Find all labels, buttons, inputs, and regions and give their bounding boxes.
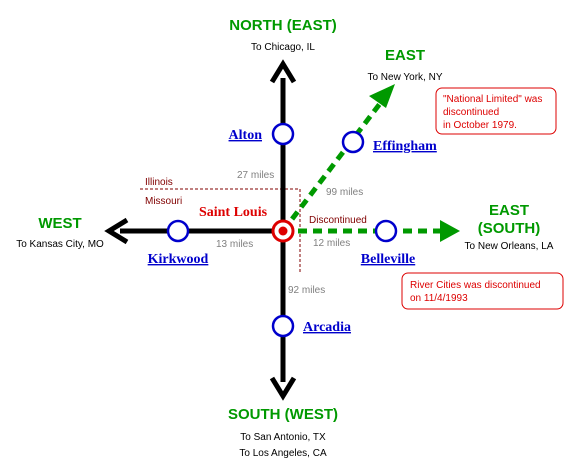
west-destination: To Kansas City, MO (16, 239, 104, 250)
state-border (140, 188, 301, 272)
south-destination-2: To Los Angeles, CA (239, 448, 327, 459)
station-kirkwood-link[interactable]: Kirkwood (148, 252, 209, 267)
west-arrowhead (104, 217, 129, 245)
north-direction-label: NORTH (EAST) (229, 17, 337, 34)
station-arcadia-marker[interactable] (271, 314, 295, 338)
note-national-limited-line1: "National Limited" was (443, 94, 542, 105)
distance-kirkwood: 13 miles (216, 239, 253, 250)
station-effingham-marker[interactable] (341, 130, 365, 154)
west-direction-label: WEST (38, 215, 81, 232)
northeast-destination: To New York, NY (367, 72, 442, 83)
northeast-direction-label: EAST (385, 47, 425, 64)
station-arcadia-link[interactable]: Arcadia (303, 320, 351, 335)
northeast-discontinued-line (281, 95, 387, 233)
station-belleville-marker[interactable] (374, 219, 398, 243)
note-national-limited-line2: discontinued (443, 107, 499, 118)
discontinued-label: Discontinued (309, 215, 367, 226)
south-destination-1: To San Antonio, TX (240, 432, 326, 443)
north-arrowhead (269, 59, 297, 84)
hub-saint-louis-core (278, 226, 288, 236)
station-alton-marker[interactable] (271, 122, 295, 146)
illinois-label: Illinois (145, 177, 173, 188)
hub-saint-louis-label: Saint Louis (199, 205, 268, 220)
distance-arcadia: 92 miles (288, 285, 325, 296)
distance-belleville: 12 miles (313, 238, 350, 249)
note-river-cities-line1: River Cities was discontinued (410, 280, 541, 291)
east-destination: To New Orleans, LA (465, 241, 554, 252)
note-river-cities-box (401, 272, 564, 310)
station-effingham-link[interactable]: Effingham (373, 139, 437, 154)
station-kirkwood-marker[interactable] (166, 219, 190, 243)
south-arrowhead (269, 376, 297, 401)
south-direction-label: SOUTH (WEST) (228, 406, 338, 423)
northeast-arrowhead (369, 84, 395, 108)
north-destination: To Chicago, IL (251, 42, 315, 53)
east-direction-label-line1: EAST (489, 202, 529, 219)
missouri-label: Missouri (145, 196, 182, 207)
station-alton-link[interactable]: Alton (229, 128, 263, 143)
east-arrowhead (440, 220, 460, 242)
note-national-limited-line3: in October 1979. (443, 120, 517, 131)
note-national-limited-box (435, 87, 557, 135)
distance-effingham: 99 miles (326, 187, 363, 198)
note-river-cities-line2: on 11/4/1993 (410, 293, 468, 304)
station-belleville-link[interactable]: Belleville (361, 252, 415, 267)
east-direction-label-line2: (SOUTH) (478, 220, 541, 237)
distance-alton: 27 miles (237, 170, 274, 181)
